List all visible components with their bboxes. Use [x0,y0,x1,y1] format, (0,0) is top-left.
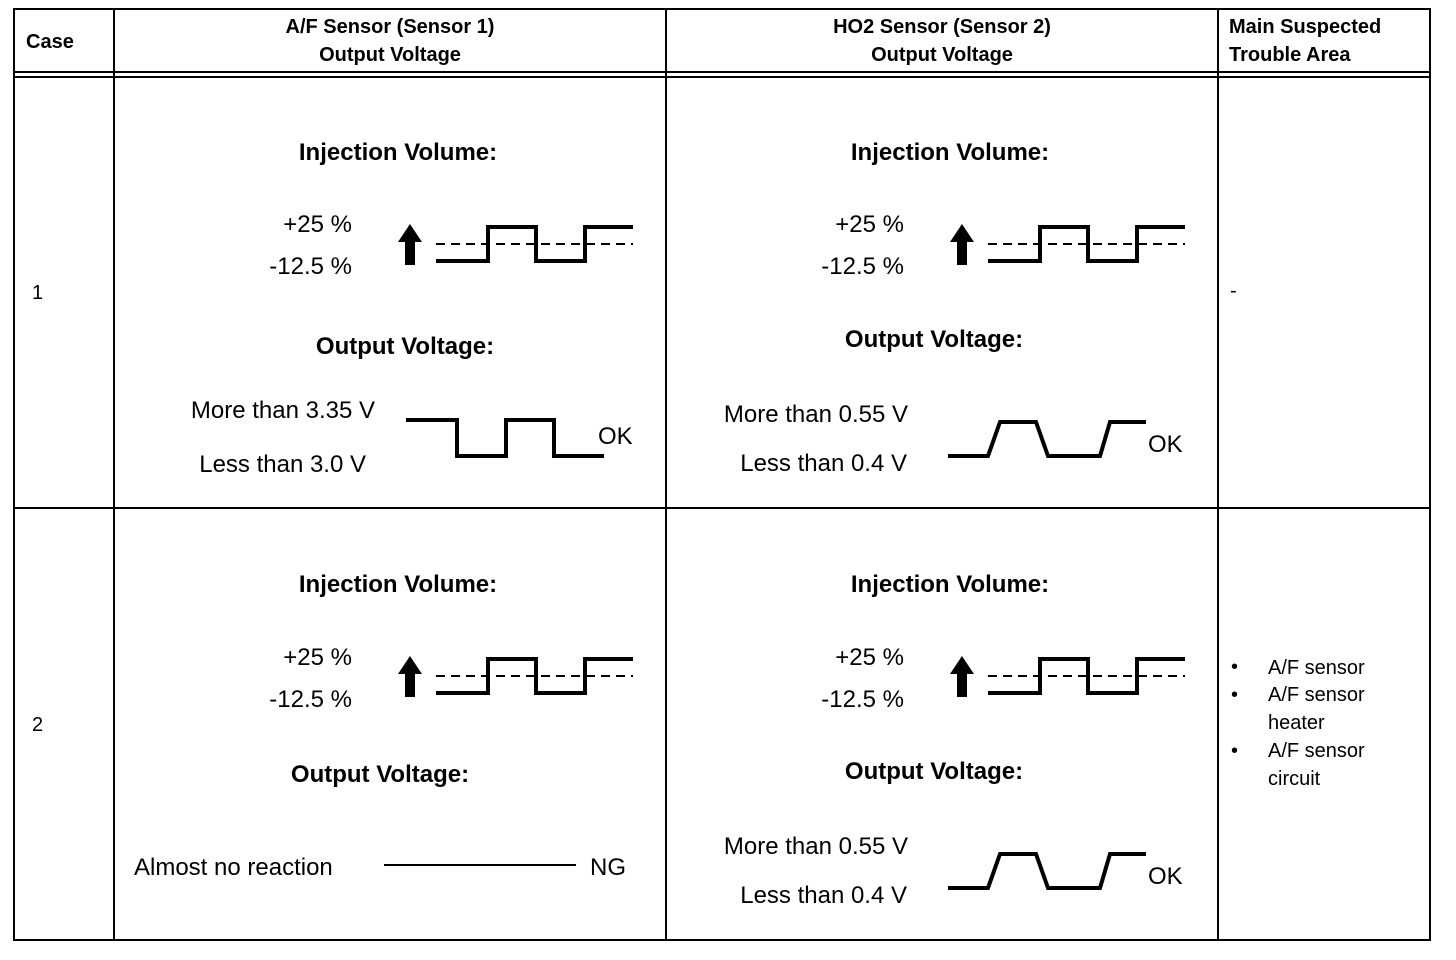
header-trouble-line1: Main Suspected [1229,16,1382,38]
row1-af-injection-graph [398,224,633,265]
row1-ho2-volt-high: More than 0.55 V [723,401,908,428]
row1-af-result: OK [598,423,633,450]
row2-af-inj-high: +25 % [283,644,352,671]
row1-trouble-area: - [1230,280,1237,302]
row2-af-injection-title: Injection Volume: [298,571,498,598]
row2-ho2-injection-title: Injection Volume: [850,571,1050,598]
row1-af-inj-high: +25 % [283,211,352,238]
trouble-item: A/F sensor [1268,657,1365,679]
trouble-item: A/F sensor circuit [1268,740,1365,790]
row2-ho2-inj-high: +25 % [835,644,904,671]
square-wave-icon [436,657,633,695]
up-arrow-icon [950,224,974,265]
bullet-icon: • [1231,656,1239,678]
bullet-icon: • [1231,740,1239,762]
row2-af-injection-graph [398,656,633,697]
row1-ho2-output-title: Output Voltage: [844,326,1024,353]
row1-ho2-result: OK [1148,431,1183,458]
trouble-item: A/F sensor heater [1268,684,1365,734]
row2-ho2-output-title: Output Voltage: [844,758,1024,785]
row1-ho2-inj-high: +25 % [835,211,904,238]
square-wave-icon [406,418,604,458]
row2-af-output-title: Output Voltage: [290,761,470,788]
row2-af-no-reaction: Almost no reaction [134,854,333,881]
header-trouble-line2: Trouble Area [1229,44,1351,66]
header-af-line2: Output Voltage [319,44,461,66]
row2-case: 2 [32,714,44,736]
header-case: Case [26,31,74,53]
row2-ho2-volt-high: More than 0.55 V [723,833,908,860]
row1-af-injection-title: Injection Volume: [298,139,498,166]
row2-af-flat-line [384,864,576,866]
row2-ho2-output-graph [948,852,1146,890]
header-af-line1: A/F Sensor (Sensor 1) [285,16,495,38]
row1-af-volt-low: Less than 3.0 V [199,451,366,478]
row1-ho2-output-graph [948,420,1146,458]
row1-af-volt-high: More than 3.35 V [190,397,375,424]
square-wave-icon [988,225,1185,263]
header-ho2-line1: HO2 Sensor (Sensor 2) [833,16,1051,38]
row1-af-output-title: Output Voltage: [315,333,495,360]
row2-af-result: NG [590,854,626,881]
up-arrow-icon [950,656,974,697]
row1-af-output-graph [406,418,604,458]
square-wave-icon [436,225,633,263]
row1-ho2-injection-title: Injection Volume: [850,139,1050,166]
up-arrow-icon [398,224,422,265]
row1-case: 1 [32,282,44,304]
row2-ho2-volt-low: Less than 0.4 V [740,882,907,909]
row2-ho2-inj-low: -12.5 % [821,686,904,713]
row1-ho2-injection-graph [950,224,1185,265]
row1-af-inj-low: -12.5 % [269,253,352,280]
header-ho2-line2: Output Voltage [871,44,1013,66]
bullet-icon: • [1231,684,1239,706]
trapezoid-wave-icon [948,852,1146,890]
row1-ho2-inj-low: -12.5 % [821,253,904,280]
row1-ho2-volt-low: Less than 0.4 V [740,450,907,477]
row2-af-inj-low: -12.5 % [269,686,352,713]
row2-ho2-injection-graph [950,656,1185,697]
trapezoid-wave-icon [948,420,1146,458]
square-wave-icon [988,657,1185,695]
up-arrow-icon [398,656,422,697]
row2-ho2-result: OK [1148,863,1183,890]
